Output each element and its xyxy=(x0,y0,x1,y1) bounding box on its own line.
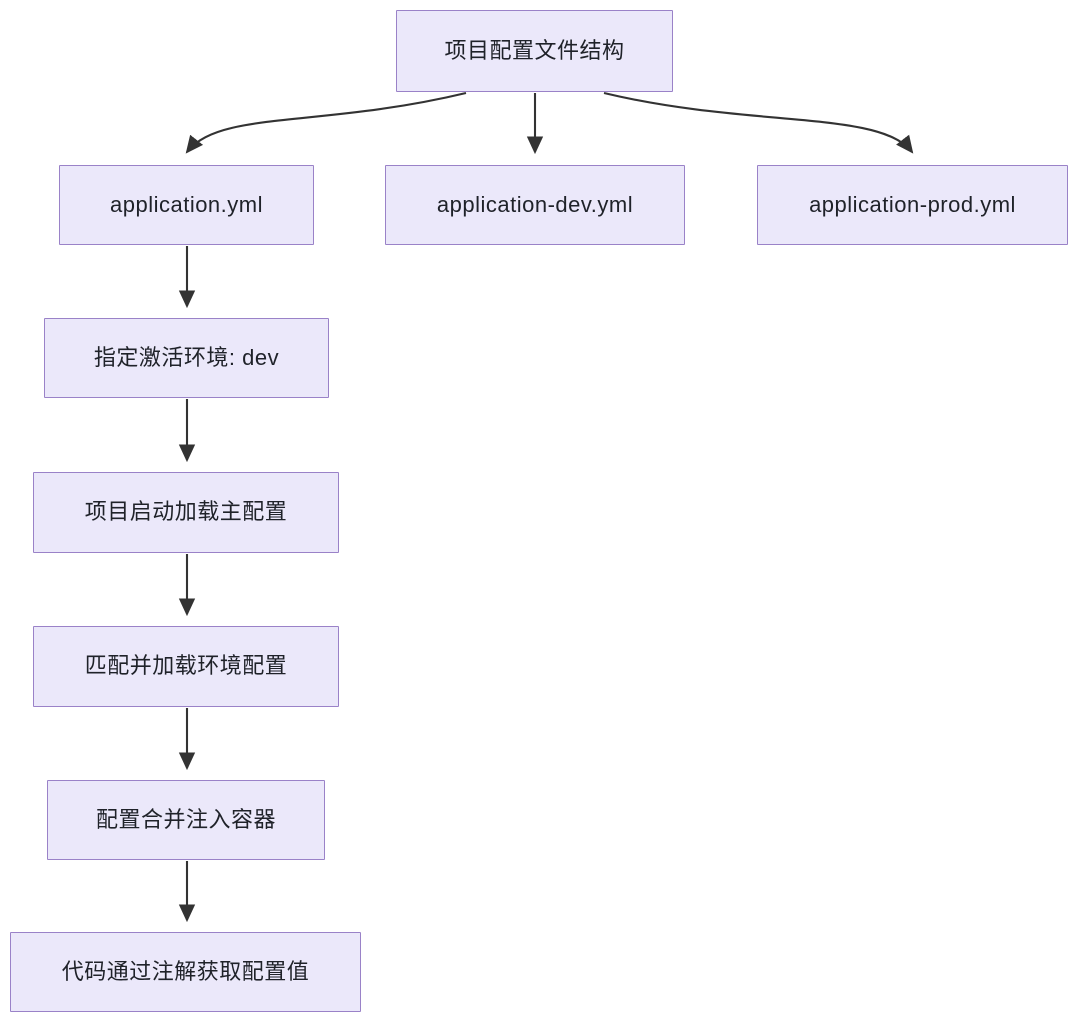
node-label: 项目启动加载主配置 xyxy=(84,499,288,525)
node-label: 代码通过注解获取配置值 xyxy=(61,958,310,984)
node-label: 匹配并加载环境配置 xyxy=(84,653,288,679)
node-activate-profile-dev[interactable]: 指定激活环境: dev xyxy=(44,318,329,398)
node-label: 配置合并注入容器 xyxy=(95,806,276,832)
node-label: application-prod.yml xyxy=(809,191,1016,217)
node-label: application-dev.yml xyxy=(436,191,634,217)
node-application-dev-yml[interactable]: application-dev.yml xyxy=(385,165,685,245)
node-load-env-config[interactable]: 匹配并加载环境配置 xyxy=(33,626,339,707)
edge-root-to-application-prod-yml xyxy=(603,91,914,154)
node-project-config-file-structure[interactable]: 项目配置文件结构 xyxy=(396,10,673,92)
node-label: 项目配置文件结构 xyxy=(444,37,625,63)
node-merge-inject-container[interactable]: 配置合并注入容器 xyxy=(47,780,325,860)
node-application-yml[interactable]: application.yml xyxy=(59,165,314,245)
edge-root-to-application-yml xyxy=(185,91,467,154)
node-load-main-config[interactable]: 项目启动加载主配置 xyxy=(33,472,339,553)
node-annotation-read-config-value[interactable]: 代码通过注解获取配置值 xyxy=(10,932,361,1012)
node-label: application.yml xyxy=(109,191,263,217)
node-label: 指定激活环境: dev xyxy=(93,344,280,370)
node-application-prod-yml[interactable]: application-prod.yml xyxy=(757,165,1068,245)
